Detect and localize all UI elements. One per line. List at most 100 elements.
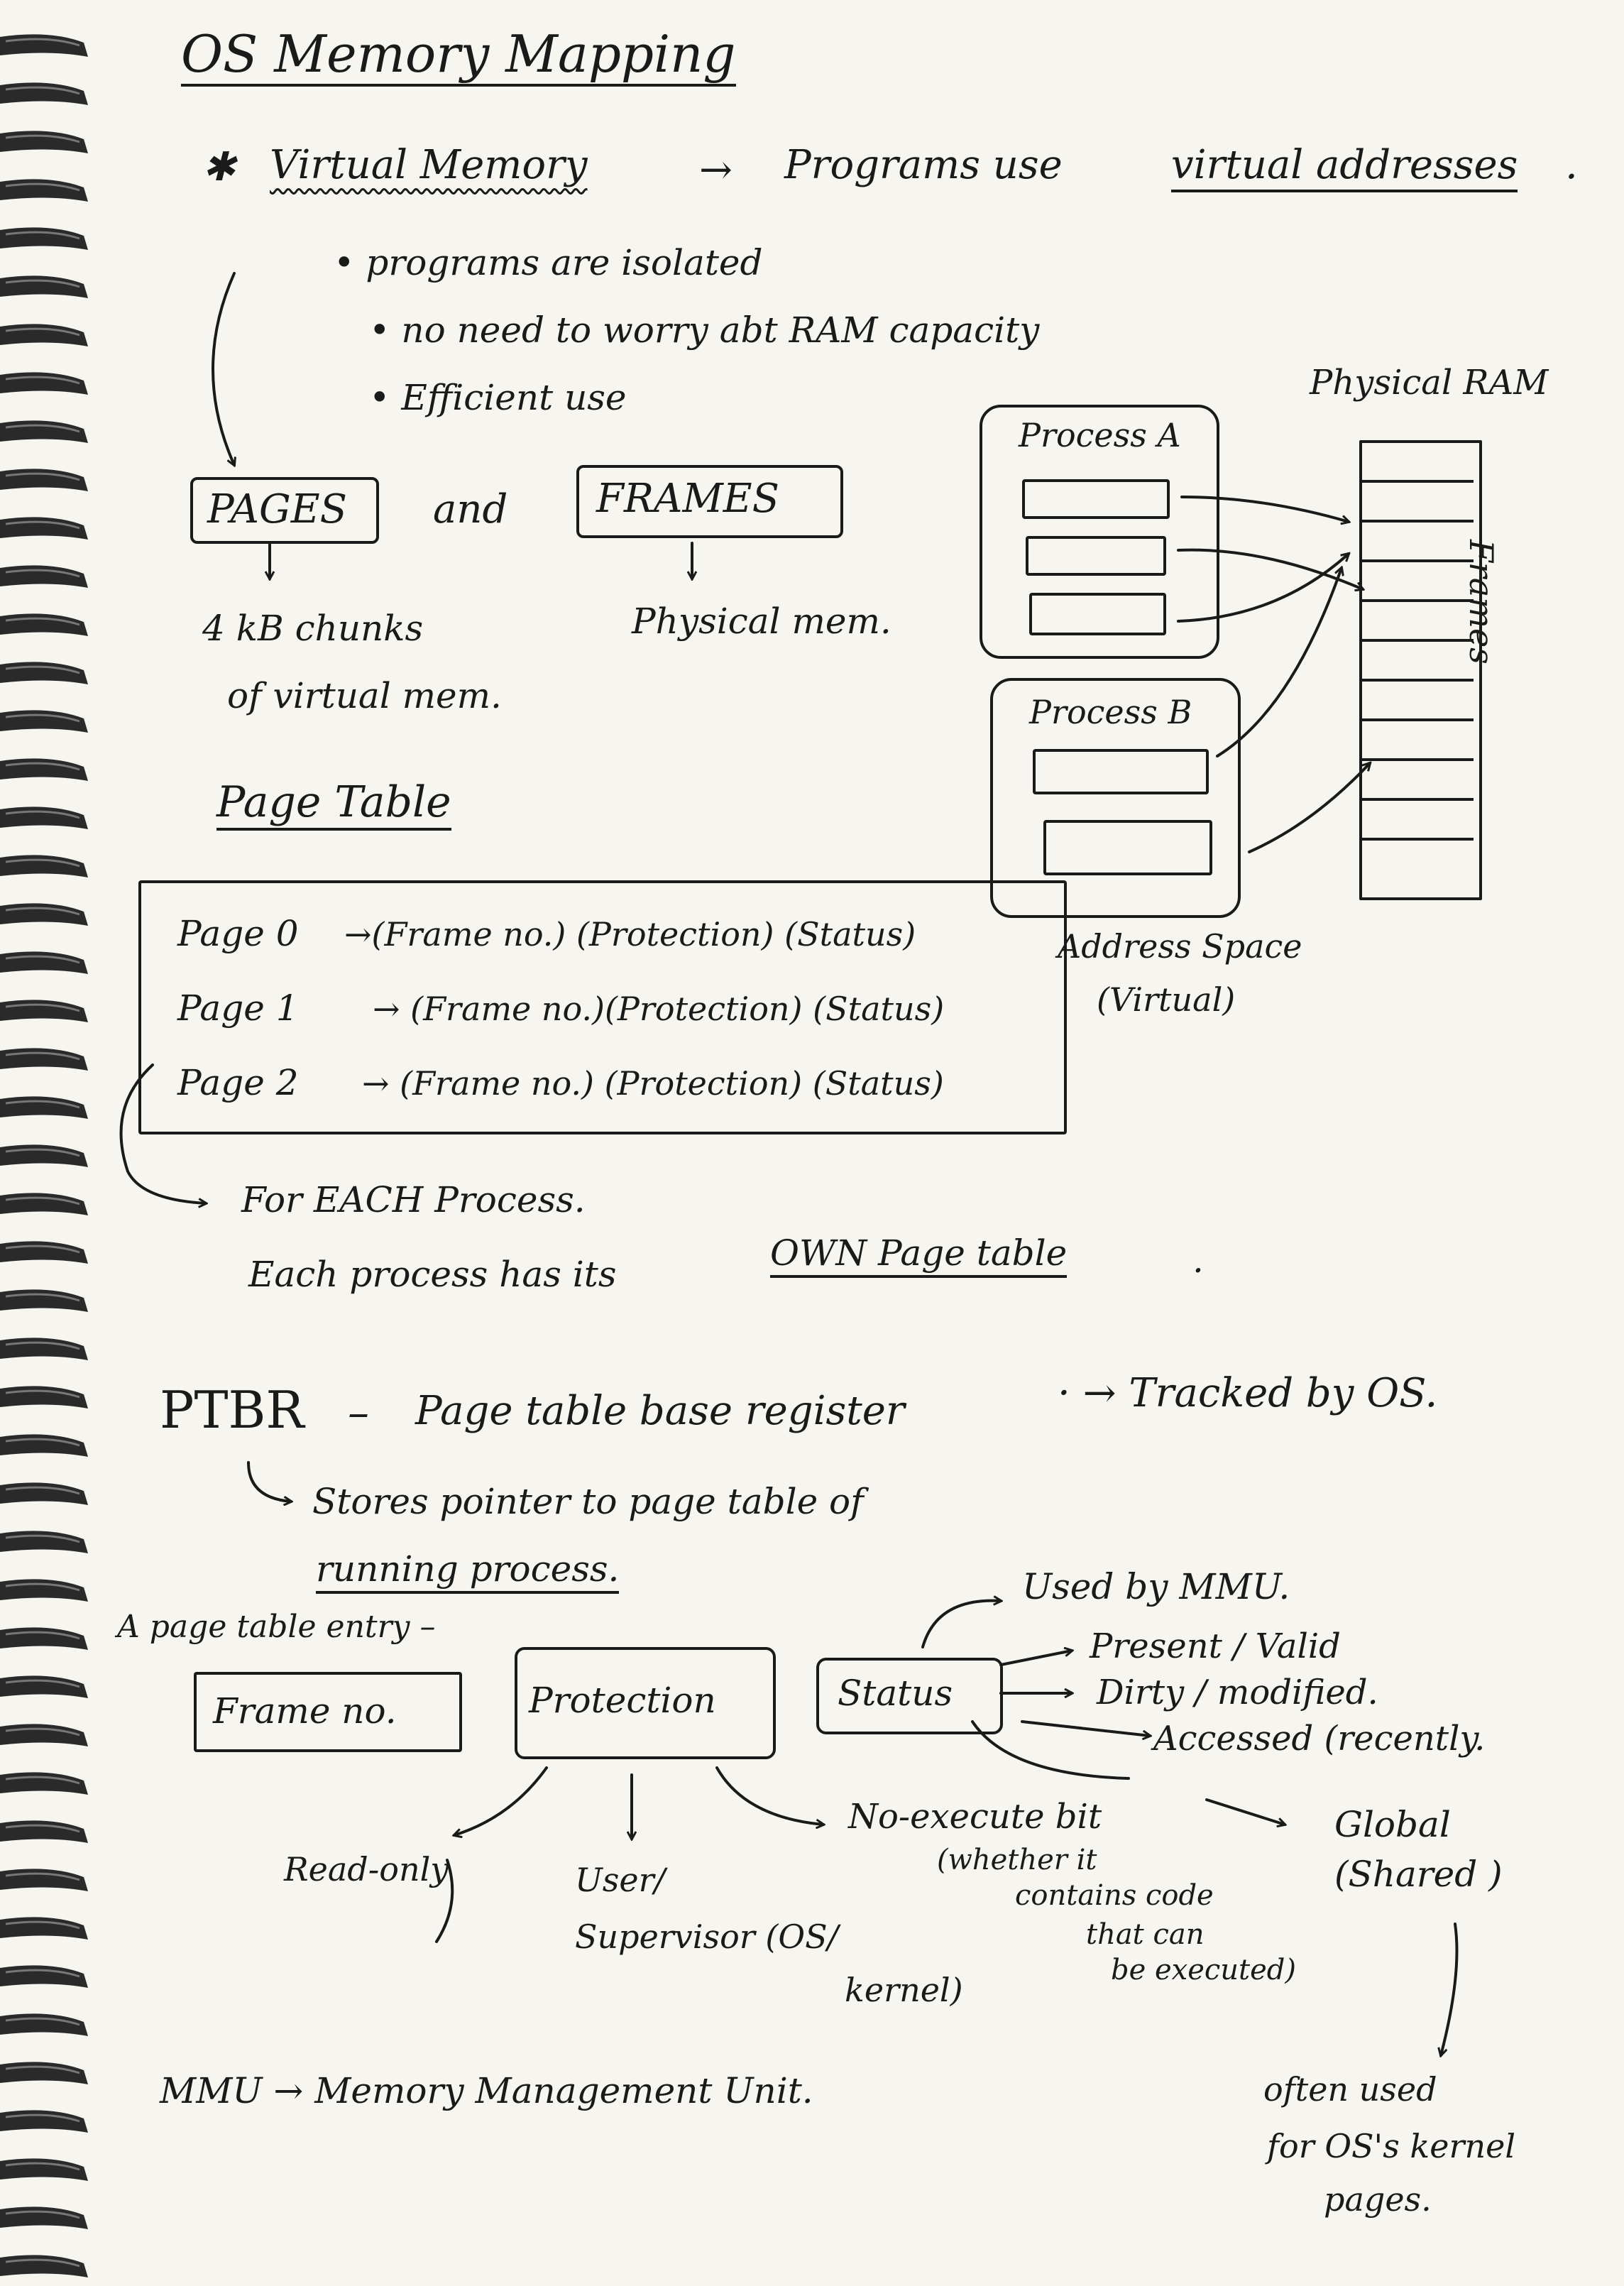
- spiral-coil: [0, 1867, 89, 1893]
- physical-ram-label: Physical RAM: [1310, 363, 1549, 403]
- global-note-2: for OS's kernel: [1267, 2127, 1516, 2165]
- prot-read-only: Read-only: [284, 1850, 449, 1888]
- entry-status-label: Status: [838, 1673, 953, 1714]
- spiral-coil: [0, 564, 89, 589]
- vm-bullet-3: • Efficient use: [369, 377, 627, 418]
- process-b-box: [990, 678, 1241, 918]
- page-table-row-0-fields: →(Frame no.) (Protection) (Status): [344, 915, 916, 953]
- spiral-coil: [0, 1771, 89, 1796]
- spiral-coil: [0, 2012, 89, 2038]
- spiral-coil: [0, 1819, 89, 1844]
- process-a-label: Process A: [1019, 416, 1181, 454]
- spiral-coil: [0, 902, 89, 927]
- spiral-coil: [0, 1674, 89, 1700]
- process-b-label: Process B: [1029, 693, 1192, 731]
- ptbr-stores-1: Stores pointer to page table of: [312, 1481, 864, 1522]
- global-2: (Shared ): [1334, 1854, 1503, 1895]
- page-table-row-2-page: Page 2: [177, 1062, 299, 1103]
- entry-label: A page table entry –: [117, 1609, 436, 1645]
- spiral-coil: [0, 2060, 89, 2086]
- page-table-row-1-fields: → (Frame no.)(Protection) (Status): [373, 990, 945, 1028]
- process-a-page-2: [1026, 536, 1166, 576]
- ram-frame-divider: [1362, 599, 1474, 602]
- vm-bullet-2: • no need to worry abt RAM capacity: [369, 310, 1040, 351]
- page-table-note-own: OWN Page table: [770, 1235, 1068, 1278]
- spiral-coil: [0, 1240, 89, 1265]
- spiral-coil: [0, 2253, 89, 2279]
- prot-noexec-5: be executed): [1111, 1954, 1297, 1986]
- ram-frame-divider: [1362, 758, 1474, 761]
- spiral-coil: [0, 1143, 89, 1169]
- process-a-page-1: [1022, 479, 1170, 519]
- spiral-coil: [0, 2109, 89, 2134]
- spiral-coil: [0, 1095, 89, 1120]
- page-table-row-0-page: Page 0: [177, 913, 299, 954]
- spiral-coil: [0, 33, 89, 58]
- spiral-coil: [0, 177, 89, 203]
- pages-label: PAGES: [207, 486, 347, 532]
- pages-desc-1: 4 kB chunks: [202, 608, 424, 649]
- page-table-heading: Page Table: [216, 781, 451, 831]
- prot-noexec-1: No-execute bit: [848, 1797, 1102, 1837]
- star-bullet: ✱: [202, 144, 236, 190]
- vm-desc-end: .: [1565, 142, 1578, 188]
- spiral-coil: [0, 998, 89, 1024]
- spiral-coil: [0, 1384, 89, 1410]
- spiral-coil: [0, 1915, 89, 1941]
- page-table-note-1: For EACH Process.: [241, 1179, 586, 1220]
- spiral-coil: [0, 853, 89, 879]
- page-table-box: [138, 880, 1067, 1134]
- entry-status-box: [816, 1658, 1003, 1734]
- spiral-binding: [0, 33, 89, 2279]
- spiral-coil: [0, 226, 89, 251]
- ram-frame-divider: [1362, 798, 1474, 801]
- spiral-coil: [0, 1722, 89, 1748]
- spiral-coil: [0, 1288, 89, 1313]
- ram-frame-divider: [1362, 838, 1474, 841]
- spiral-coil: [0, 2205, 89, 2231]
- spiral-coil: [0, 612, 89, 638]
- ram-frame-divider: [1362, 679, 1474, 682]
- ptbr-dash: –: [348, 1388, 369, 1438]
- process-b-page-1: [1033, 749, 1209, 794]
- spiral-coil: [0, 1626, 89, 1651]
- entry-protection-box: [515, 1647, 776, 1759]
- process-b-page-2: [1043, 820, 1212, 875]
- status-present: Present / Valid: [1090, 1626, 1341, 1666]
- and-word: and: [433, 486, 508, 532]
- prot-noexec-4: that can: [1086, 1918, 1205, 1951]
- spiral-coil: [0, 371, 89, 396]
- spiral-coil: [0, 1577, 89, 1603]
- vm-desc-underlined: virtual addresses: [1171, 146, 1518, 192]
- page-table-note-2: Each process has its: [248, 1254, 617, 1295]
- page-table-row-1-page: Page 1: [177, 988, 299, 1029]
- spiral-coil: [0, 515, 89, 541]
- spiral-coil: [0, 1336, 89, 1362]
- vm-bullet-1: • programs are isolated: [334, 242, 763, 283]
- virtual-memory-term: Virtual Memory: [270, 142, 588, 188]
- spiral-coil: [0, 1191, 89, 1217]
- physical-ram-column: [1359, 440, 1482, 900]
- spiral-coil: [0, 274, 89, 300]
- vm-arrow: →: [699, 147, 733, 193]
- address-space-virtual: (Virtual): [1097, 980, 1236, 1019]
- ptbr-term: PTBR: [160, 1380, 304, 1440]
- spiral-coil: [0, 467, 89, 493]
- page-table-row-2-fields: → (Frame no.) (Protection) (Status): [362, 1064, 944, 1103]
- spiral-coil: [0, 1433, 89, 1458]
- status-dirty: Dirty / modified.: [1097, 1673, 1378, 1712]
- ram-frame-divider: [1362, 639, 1474, 642]
- frames-vertical-label: Frames: [1462, 540, 1500, 665]
- spiral-coil: [0, 1046, 89, 1072]
- ptbr-expansion: Page table base register: [415, 1388, 905, 1434]
- global-note-3: pages.: [1324, 2180, 1432, 2219]
- spiral-coil: [0, 129, 89, 155]
- status-accessed: Accessed (recently.: [1153, 1719, 1486, 1759]
- ptbr-stores-2: running process.: [316, 1551, 620, 1594]
- spiral-coil: [0, 1481, 89, 1506]
- spiral-coil: [0, 1964, 89, 1989]
- prot-user-1: User/: [575, 1861, 666, 1899]
- ram-frame-divider: [1362, 718, 1474, 721]
- frames-label: FRAMES: [596, 476, 780, 522]
- spiral-coil: [0, 709, 89, 734]
